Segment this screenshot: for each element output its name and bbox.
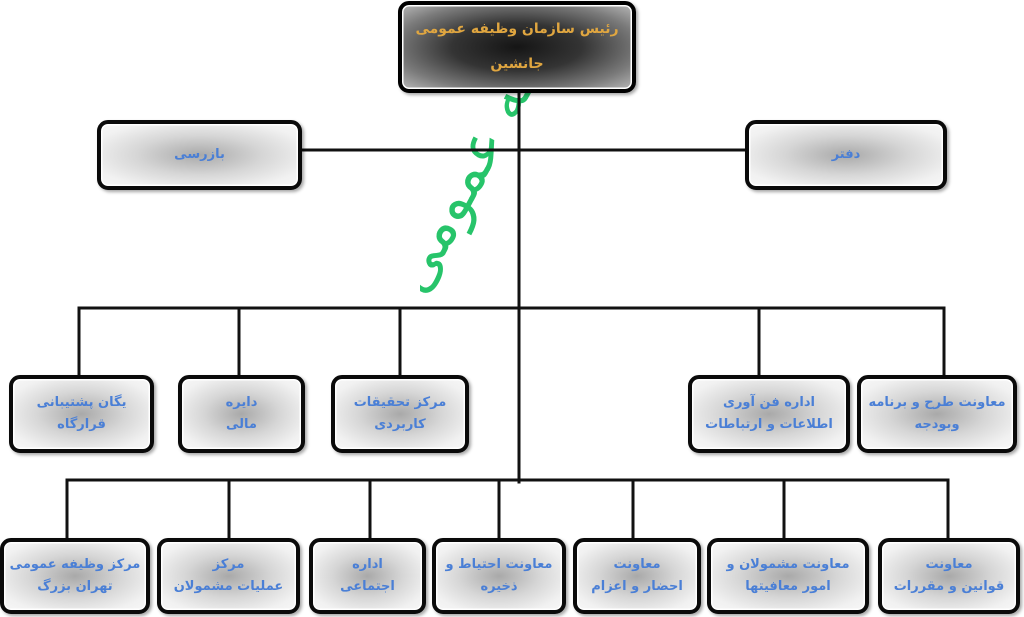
node-line1: دایره [225,394,258,410]
dispatch-deputy-node: معاونت احضار و اعزام [573,538,701,614]
node-line1: معاونت احتیاط و [445,556,553,572]
node-line2: وبودجه [914,417,960,432]
node-line2: ذخیره [480,579,518,594]
node-line1: مرکز وظیفه عمومی [9,556,141,572]
node-line2: قوانین و مقررات [893,579,1005,594]
node-line1: معاونت طرح و برنامه [868,394,1006,410]
chief-title: رئیس سازمان وظیفه عمومی [415,21,619,37]
node-line2: تهران بزرگ [37,579,113,594]
inspection-label: بازرسی [174,146,225,162]
node-line1: یگان پشتیبانی [36,394,127,410]
node-line2: کاربردی [374,417,426,432]
node-line1: معاونت [925,556,973,572]
operations-center-node: مرکز عملیات مشمولان [157,538,300,614]
node-line2: قرارگاه [57,417,106,432]
it-department-node: اداره فن آوری اطلاعات و ارتباطات [688,375,850,453]
office-node: دفتر [745,120,947,190]
reserve-deputy-node: معاونت احتیاط و ذخیره [432,538,566,614]
office-label: دفتر [831,146,861,162]
node-line2: عملیات مشمولان [173,579,284,594]
node-line1: معاونت [613,556,661,572]
node-line2: اجتماعی [340,579,395,594]
research-center-node: مرکز تحقیقات کاربردی [331,375,469,453]
chief-node: رئیس سازمان وظیفه عمومی جانشین [398,1,636,93]
inspection-node: بازرسی [97,120,302,190]
conscripts-deputy-node: معاونت مشمولان و امور معافیتها [707,538,869,614]
node-line2: مالی [226,417,257,432]
social-office-node: اداره اجتماعی [309,538,426,614]
node-line2: احضار و اعزام [591,579,683,594]
node-line2: امور معافیتها [745,579,831,594]
finance-node: دایره مالی [178,375,305,453]
planning-deputy-node: معاونت طرح و برنامه وبودجه [857,375,1017,453]
support-unit-node: یگان پشتیبانی قرارگاه [9,375,154,453]
regulations-deputy-node: معاونت قوانین و مقررات [878,538,1020,614]
node-line2: اطلاعات و ارتباطات [705,417,833,432]
chief-deputy: جانشین [490,56,544,72]
tehran-center-node: مرکز وظیفه عمومی تهران بزرگ [0,538,150,614]
node-line1: اداره فن آوری [723,394,815,410]
node-line1: اداره [352,556,383,572]
node-line1: مرکز [212,556,245,572]
node-line1: معاونت مشمولان و [726,556,850,572]
node-line1: مرکز تحقیقات [353,394,447,410]
